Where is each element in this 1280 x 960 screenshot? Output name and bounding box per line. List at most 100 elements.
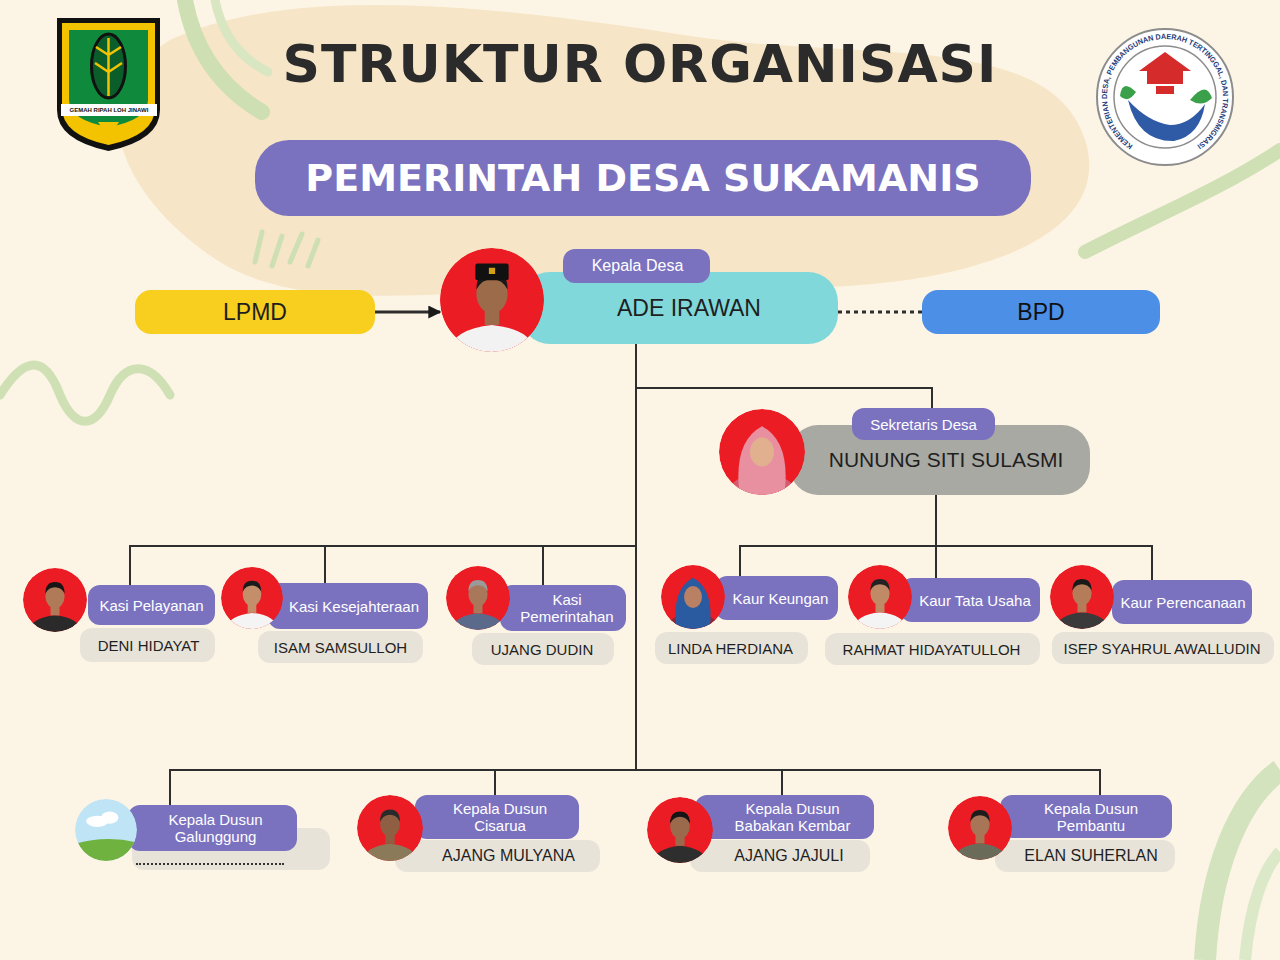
face [380,812,400,837]
position-title: Kasi Kesejahteraan [289,598,419,615]
portrait-image [221,567,283,629]
shirt [953,843,1007,860]
position-title: Kaur Tata Usaha [919,592,1030,609]
logo-ring-path-text: KEMENTERIAN DESA, PEMBANGUNAN DAERAH TER… [1100,32,1230,151]
title-wrap: STRUKTUR ORGANISASI [0,34,1280,94]
person-name: AJANG MULYANA [442,847,575,865]
hamlet-box: AJANG MULYANA Kepala Dusun Cisarua [395,795,600,872]
portrait-photo [948,796,1012,860]
name-band: ISEP SYAHRUL AWALLUDIN [1052,632,1274,664]
portrait-group [647,797,713,863]
staff-box: ISEP SYAHRUL AWALLUDIN Kaur Perencanaan [1052,580,1274,664]
hamlet-box: ELAN SUHERLANKepala Dusun Pembantu [995,795,1175,872]
photo-ground [647,797,713,863]
staff-box: RAHMAT HIDAYATULLOH Kaur Tata Usaha [825,578,1040,665]
portrait-group [221,567,283,629]
position-tab: Kepala Desa [563,249,710,283]
box-text: PEMERINTAH DESA SUKAMANIS [305,156,980,200]
staff-box: ISAM SAMSULLOH Kasi Kesejahteraan [258,583,428,663]
logo-roof [1139,52,1191,71]
logo-shield-field [69,30,148,127]
face [684,586,702,608]
shirt [451,613,505,630]
logo-ribbon: GEMAH RIPAH LOH JINAWI [61,104,157,116]
hair [476,271,507,290]
portrait-image [1050,565,1114,629]
face [970,812,989,836]
blank-name-line [136,863,284,865]
connector-line [543,344,636,585]
portrait-group [446,566,510,630]
shirt [652,846,707,863]
portrait-image [948,796,1012,860]
ministry-logo: KEMENTERIAN DESA, PEMBANGUNAN DAERAH TER… [1097,29,1233,165]
name-band: ADE IRAWAN [520,272,838,344]
shirt [853,612,907,629]
face [476,274,507,314]
position-tab: Kaur Perencanaan [1112,580,1252,624]
position-tab: Kepala Dusun Pembantu [1000,795,1172,838]
neck [976,832,985,844]
portrait-image [848,565,912,629]
portrait-photo [1050,565,1114,629]
neck [248,602,257,613]
portrait-photo [23,568,87,632]
cloud [101,811,118,823]
neck [385,832,394,844]
connector-line [636,344,1100,795]
portrait-photo [848,565,912,629]
staff-box: UJANG DUDINKasi Pemerintahan [472,585,626,665]
portrait-photo [661,565,725,629]
face [750,437,774,466]
portrait-image [75,799,137,861]
position-tab: Kaur Keungan [715,576,838,620]
neck [876,601,885,613]
neck [675,834,684,846]
shirt [448,325,535,352]
portrait-photo [357,795,423,861]
cap-badge [489,268,495,274]
institution-box: LPMD [135,290,375,334]
face [468,582,487,606]
name-band: RAHMAT HIDAYATULLOH [825,633,1040,665]
council-box: BPD [922,290,1160,334]
shirt [1055,612,1109,629]
position-tab: Kepala Dusun Cisarua [415,795,579,839]
wave-stroke [0,365,170,421]
cloud [86,816,108,827]
position-title: Kepala Dusun Pembantu [1016,800,1166,834]
photo-ground [221,567,283,629]
swirl-stroke [1085,150,1280,252]
portrait-photo [75,799,137,861]
portrait-image [719,409,805,495]
connector-line [325,344,636,583]
portrait-group [357,795,423,861]
name-band: DENI HIDAYAT [80,628,215,662]
headscarf [675,578,710,629]
position-tab: Kepala Dusun Galunggung [128,805,297,851]
connector-line [936,495,1152,580]
position-tab: Kasi Kesejahteraan [268,583,428,629]
neck [474,602,483,614]
logo-shield-gold [62,23,155,145]
position-tab: Kasi Pemerintahan [500,585,626,631]
cap [475,264,508,281]
shirt [666,612,720,629]
portrait-image [446,566,510,630]
person-name: ISAM SAMSULLOH [274,639,407,656]
hair [970,810,989,822]
name-band: AJANG MULYANA [395,840,600,872]
secretary-box: NUNUNG SITI SULASMISekretaris Desa [790,408,1090,495]
face [670,814,690,839]
position-title: Kaur Keungan [733,590,829,607]
hair [1072,579,1091,591]
shirt [362,844,417,861]
hair [243,581,262,592]
portrait-photo [440,248,544,352]
hair [670,812,690,824]
portrait-photo [446,566,510,630]
position-title: Kepala Dusun Cisarua [427,800,573,834]
face [870,581,889,605]
